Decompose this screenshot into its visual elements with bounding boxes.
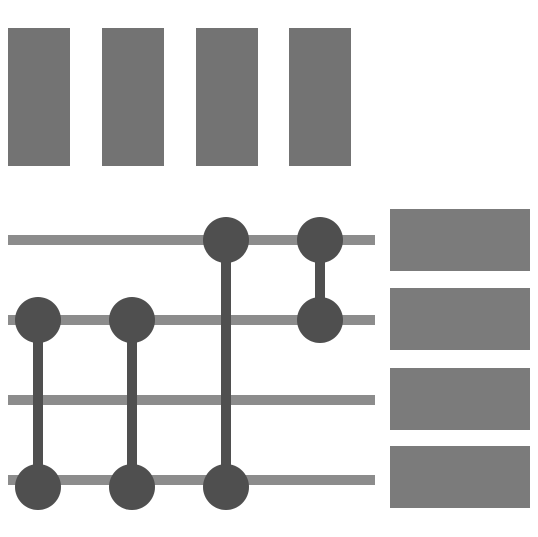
top-block-row [8, 28, 351, 166]
gate-stem [33, 320, 43, 487]
gate [15, 297, 61, 510]
right-block [390, 446, 530, 508]
gate [203, 217, 249, 510]
gate-node [15, 464, 61, 510]
wire-line [8, 395, 375, 405]
gate-stem [127, 320, 137, 487]
gate-group [15, 217, 343, 510]
wire-line [8, 475, 375, 485]
wire-line [8, 315, 375, 325]
gate-stem [221, 240, 231, 487]
right-block [390, 288, 530, 350]
gate-node [297, 297, 343, 343]
right-block [390, 209, 530, 271]
gate-stem [315, 240, 325, 320]
gate [109, 297, 155, 510]
top-block [8, 28, 70, 166]
right-block [390, 368, 530, 430]
gate-node [203, 464, 249, 510]
gate-node [109, 297, 155, 343]
top-block [289, 28, 351, 166]
gate [297, 217, 343, 343]
gate-node [203, 217, 249, 263]
wire-line [8, 235, 375, 245]
top-block [196, 28, 258, 166]
wire-group [8, 235, 375, 485]
right-block-column [390, 209, 530, 508]
gate-node [297, 217, 343, 263]
top-block [102, 28, 164, 166]
gate-node [109, 464, 155, 510]
gate-node [15, 297, 61, 343]
